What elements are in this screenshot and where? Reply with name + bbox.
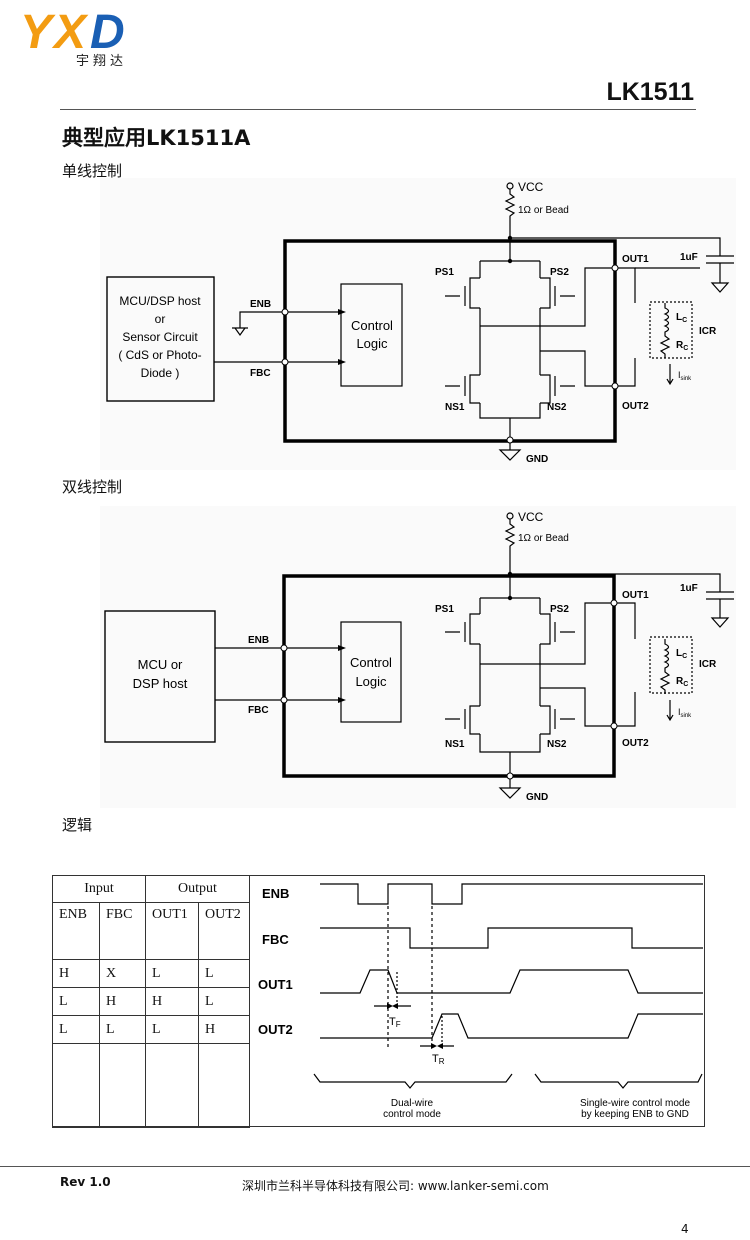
cell: L [99,1015,146,1044]
col-fbc: FBC [99,902,146,960]
d1-enb-label: ENB [250,299,271,310]
timing-label-fbc: FBC [262,932,289,947]
d1-fbc-label: FBC [250,368,271,379]
d2-ps1-label: PS1 [435,604,454,615]
d1-out1-label: OUT1 [622,254,649,265]
header-rule [60,109,696,110]
d2-resistor-label: 1Ω or Bead [518,533,569,544]
d1-host-line4: ( CdS or Photo- [118,348,201,362]
col-out2: OUT2 [198,902,250,960]
col-out1: OUT1 [145,902,199,960]
output-header: Output [145,875,250,903]
enb-waveform [320,883,703,905]
d1-host-line1: MCU/DSP host [119,294,201,308]
d1-ps2-label: PS2 [550,267,569,278]
d2-host-line2: DSP host [133,676,188,691]
table-row: L L L H [52,1015,250,1044]
cell: L [52,1015,100,1044]
cell: L [52,987,100,1016]
tf-label: TF [389,1016,401,1029]
cell: L [145,959,199,988]
d2-host-line1: MCU or [138,657,183,672]
d2-enb-label: ENB [248,635,269,646]
d2-ps2-label: PS2 [550,604,569,615]
d2-out2-label: OUT2 [622,738,649,749]
out1-waveform [320,969,703,994]
cell: X [99,959,146,988]
d1-icr-label: ICR [699,326,717,337]
d1-ps1-label: PS1 [435,267,454,278]
company-logo: Y X D [18,4,148,70]
d2-control-line2: Logic [355,674,387,689]
timing-diagram: ENB FBC OUT1 OUT2 TF TR Dual-wire contro… [258,883,703,1120]
d2-cap-label: 1uF [680,583,698,594]
table-row: L H H L [52,987,250,1016]
cell: H [198,1015,250,1044]
logic-table: Input Output ENB FBC OUT1 OUT2 H X L L L… [52,875,250,1128]
svg-text:X: X [51,6,89,59]
logo-subtitle: 宇翔达 [76,54,128,69]
d1-gnd-label: GND [526,454,548,465]
cell: H [145,987,199,1016]
cell: L [198,959,250,988]
svg-text:Y: Y [20,6,56,59]
d2-rc-label: RC [676,676,688,688]
out2-waveform [320,1013,703,1039]
d2-vcc-label: VCC [518,510,544,524]
d2-out1-label: OUT1 [622,590,649,601]
d2-gnd-label: GND [526,792,548,803]
timing-label-out1: OUT1 [258,977,293,992]
cell: L [198,987,250,1016]
cell: H [52,959,100,988]
d1-resistor-label: 1Ω or Bead [518,205,569,216]
d2-ns1-label: NS1 [445,739,465,750]
section-logic: 逻辑 [62,816,93,834]
d1-control-line2: Logic [356,336,388,351]
table-row: H X L L [52,959,250,988]
input-header: Input [52,875,146,903]
dual-mode-line2: control mode [383,1109,441,1120]
d1-host-line5: Diode ) [141,366,180,380]
svg-text:D: D [90,6,125,59]
d2-control-line1: Control [350,655,392,670]
part-number: LK1511 [606,78,694,106]
d2-lc-label: LC [676,648,687,660]
d2-ns2-label: NS2 [547,739,567,750]
single-mode-line2: by keeping ENB to GND [581,1109,689,1120]
page-title: 典型应用LK1511A [62,126,251,150]
d2-icr-label: ICR [699,659,717,670]
footer-company: 深圳市兰科半导体科技有限公司: www.lanker-semi.com [242,1179,549,1193]
footer-rule [0,1166,750,1167]
single-wire-circuit-diagram: VCC 1Ω or Bead MCU/DSP host or Sensor Ci… [100,178,736,470]
section-single-wire: 单线控制 [62,162,123,180]
d1-ns2-label: NS2 [547,402,567,413]
cell: L [145,1015,199,1044]
cell: H [99,987,146,1016]
d1-host-line2: or [155,312,166,326]
d1-ns1-label: NS1 [445,402,465,413]
d2-isink-label: Isink [678,707,692,719]
d1-vcc-label: VCC [518,180,544,194]
tr-label: TR [432,1053,445,1066]
col-enb: ENB [52,902,100,960]
dual-wire-circuit-diagram: VCC 1Ω or Bead MCU or DSP host ENB FBC C… [100,506,736,808]
single-mode-line1: Single-wire control mode [580,1098,690,1109]
d1-cap-label: 1uF [680,252,698,263]
timing-label-enb: ENB [262,886,289,901]
section-dual-wire: 双线控制 [62,478,123,496]
d1-lc-label: LC [676,312,687,324]
d1-control-line1: Control [351,318,393,333]
footer-revision: Rev 1.0 [60,1175,111,1189]
logo-mark: Y X D [20,6,125,59]
fbc-waveform [320,927,703,949]
d1-host-line3: Sensor Circuit [122,330,198,344]
d1-rc-label: RC [676,340,688,352]
d1-isink-label: Isink [678,370,692,382]
dual-mode-line1: Dual-wire [391,1098,434,1109]
page-number: 4 [681,1222,689,1236]
d2-fbc-label: FBC [248,705,269,716]
timing-label-out2: OUT2 [258,1022,293,1037]
d1-out2-label: OUT2 [622,401,649,412]
